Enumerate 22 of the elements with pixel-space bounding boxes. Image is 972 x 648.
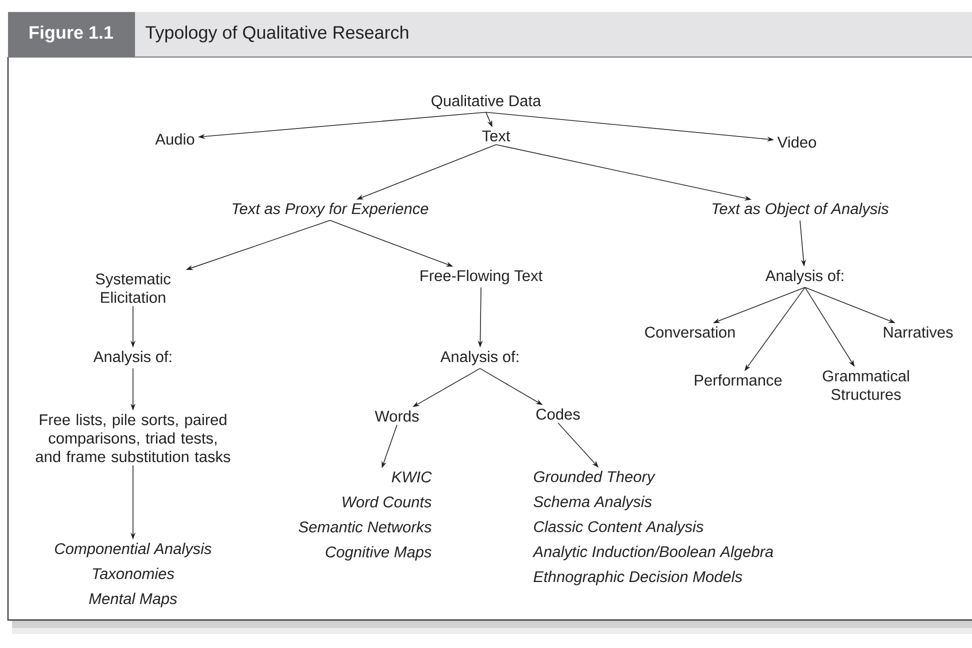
method-list: Componential Analysis Taxonomies Mental Maps <box>55 542 212 608</box>
figure-tag: Figure 1.1 <box>8 12 135 57</box>
category-text: Analysis of: <box>440 350 518 366</box>
category-text: Analysis of: <box>765 270 844 284</box>
category-text: Audio <box>155 133 194 145</box>
category-text: Systematic Elicitation <box>96 273 170 303</box>
category-text: Text <box>482 130 510 142</box>
category-text: Narratives <box>884 326 953 338</box>
category-text: Performance <box>694 374 782 386</box>
category-text: Codes <box>536 408 580 420</box>
category-text: Conversation <box>645 326 735 338</box>
category-text: Text as Proxy for Experience <box>232 202 428 218</box>
method-list: KWIC Word Counts Semantic Networks Cognitive Maps <box>298 472 432 561</box>
category-text: Words <box>374 410 419 422</box>
category-text: Text as Object of Analysis <box>712 202 889 218</box>
category-text: Free lists, pile sorts, paired comparisons, triad tests, and frame substitution tasks <box>36 414 230 462</box>
method-list: Grounded Theory Schema Analysis Classic Content Analysis Analytic Induction/Boolean Algebra Ethnographic Decision Models <box>532 470 774 586</box>
category-text: Video <box>777 136 816 148</box>
category-text: Analysis of: <box>93 350 172 366</box>
category-text: Free-Flowing Text <box>420 270 542 284</box>
category-text: Qualitative Data <box>432 94 542 110</box>
category-text: Grammatical Structures <box>822 370 909 400</box>
